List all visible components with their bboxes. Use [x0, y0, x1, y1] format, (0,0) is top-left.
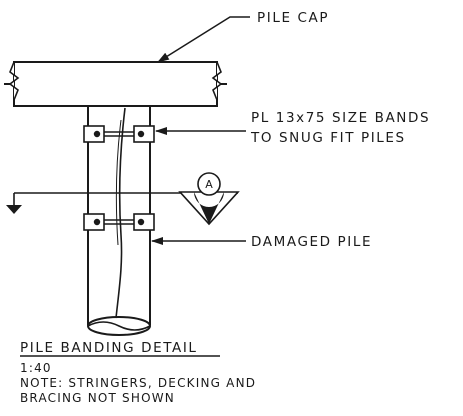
section-end-marker-icon — [6, 205, 22, 214]
pile-cap — [4, 61, 227, 107]
section-marker-icon — [178, 172, 240, 226]
lower-band — [83, 213, 155, 231]
bands-label-line2: TO SNUG FIT PILES — [250, 130, 406, 146]
damaged-pile-label: DAMAGED PILE — [251, 234, 372, 250]
section-marker-letter: A — [205, 178, 213, 191]
pile-cap-label: PILE CAP — [257, 10, 329, 26]
note-line1: NOTE: STRINGERS, DECKING AND — [20, 376, 256, 390]
bands-label-line1: PL 13x75 SIZE BANDS — [251, 110, 430, 126]
detail-title: PILE BANDING DETAIL — [20, 340, 198, 356]
pile-crack-secondary — [115, 119, 122, 246]
pile-crack — [115, 107, 126, 319]
upper-band — [83, 125, 155, 143]
detail-scale: 1:40 — [20, 361, 52, 375]
leader-pile-cap — [157, 16, 250, 63]
note-line2: BRACING NOT SHOWN — [20, 391, 175, 405]
